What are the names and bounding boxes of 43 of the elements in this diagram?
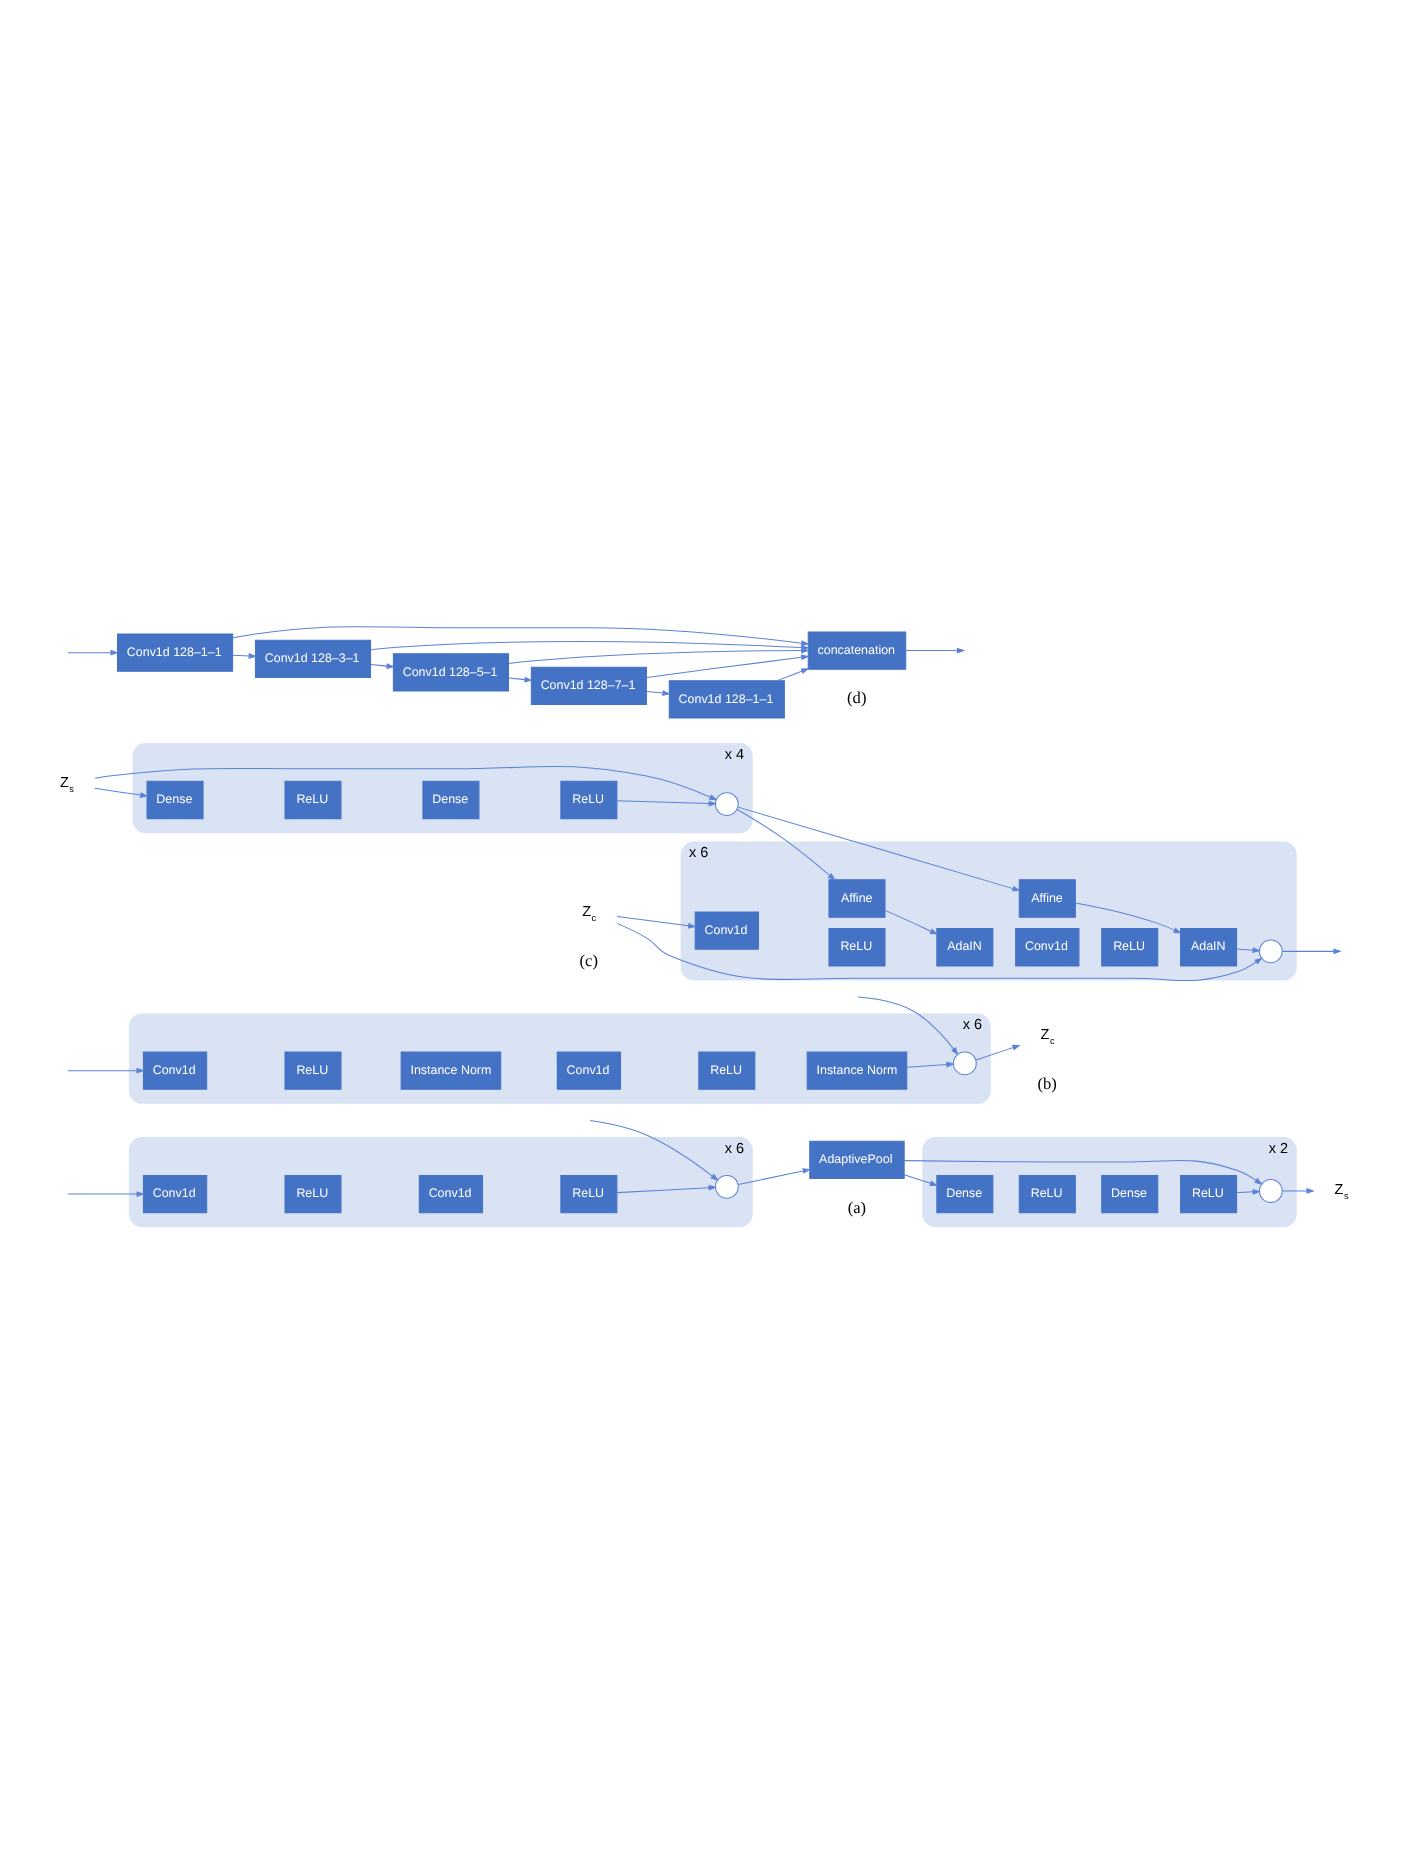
- arrow: [884, 908, 939, 934]
- arrow: [905, 646, 966, 653]
- node-circle: [952, 1050, 977, 1075]
- arrow: [67, 1066, 145, 1073]
- label: (a): [847, 1197, 867, 1216]
- node-circle: [714, 791, 739, 816]
- arrow: [370, 640, 810, 650]
- arrow: [1281, 947, 1342, 954]
- label: (d): [847, 688, 867, 707]
- arrow: [975, 1043, 1021, 1060]
- node-circle: [714, 1173, 739, 1198]
- arrow: [857, 995, 959, 1055]
- arrow: [736, 807, 836, 880]
- arrow: [903, 1159, 1263, 1184]
- node-circle: [1258, 938, 1283, 963]
- arrow: [616, 921, 1263, 981]
- arrow: [94, 786, 149, 797]
- label: (b): [1037, 1074, 1057, 1093]
- arrow: [232, 625, 810, 646]
- arrow: [737, 805, 1021, 891]
- arrow: [508, 675, 533, 682]
- label: (c): [579, 950, 598, 969]
- arrow: [67, 648, 119, 655]
- arrow: [67, 1190, 145, 1196]
- arrow: [903, 1173, 939, 1185]
- node-circle: [1258, 1178, 1283, 1202]
- arrow: [1074, 901, 1182, 933]
- arrow: [776, 667, 810, 681]
- arrow: [1236, 1187, 1261, 1194]
- arrow: [94, 764, 718, 800]
- arrow: [508, 646, 810, 663]
- arrow: [589, 1118, 719, 1181]
- arrow: [232, 652, 257, 658]
- arrow: [370, 662, 395, 668]
- arrow: [737, 1167, 812, 1185]
- arrow: [616, 799, 717, 806]
- arrow: [1281, 1187, 1315, 1193]
- arrow: [646, 689, 671, 695]
- arrow: [646, 653, 810, 678]
- arrow: [616, 915, 697, 928]
- arrow: [906, 1060, 955, 1067]
- arrow: [1236, 946, 1261, 953]
- arrow: [616, 1183, 717, 1193]
